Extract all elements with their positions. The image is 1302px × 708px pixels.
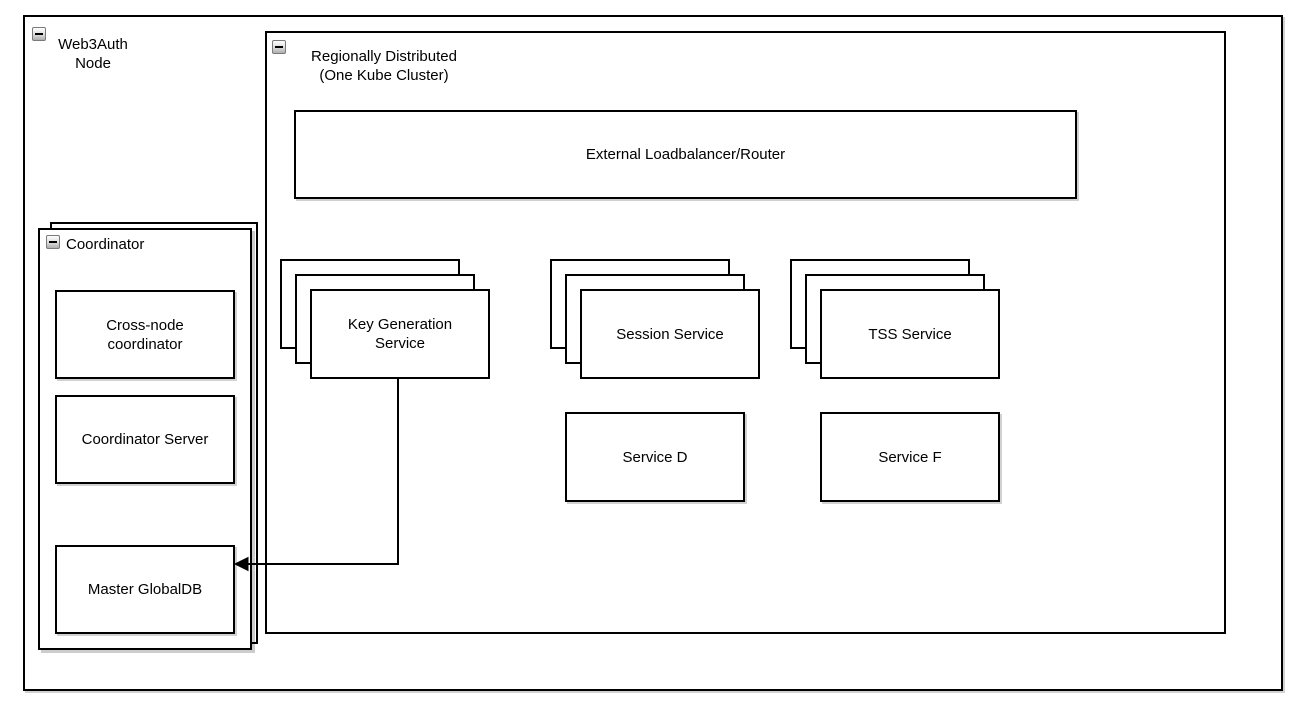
cross-node-coordinator-box[interactable]: Cross-node coordinator [55, 290, 235, 379]
service-d-label: Service D [622, 448, 688, 466]
session-service-stack: Session Service [550, 259, 762, 381]
web3auth-node-container[interactable]: Web3Auth Node Regionally Distributed (On… [23, 15, 1283, 691]
external-loadbalancer-label: External Loadbalancer/Router [585, 146, 786, 163]
web3auth-node-label: Web3Auth Node [58, 36, 128, 72]
service-f-label: Service F [878, 448, 942, 466]
cross-node-coordinator-label: Cross-node coordinator [106, 316, 184, 353]
collapse-minus-icon[interactable] [46, 235, 60, 249]
service-f-box[interactable]: Service F [820, 412, 1000, 502]
minus-glyph [49, 241, 57, 243]
minus-glyph [35, 33, 43, 35]
coordinator-label: Coordinator [66, 236, 145, 253]
collapse-minus-icon[interactable] [272, 40, 286, 54]
service-d-box[interactable]: Service D [565, 412, 745, 502]
master-globaldb-label: Master GlobalDB [87, 581, 203, 598]
key-generation-service-box[interactable]: Key Generation Service [310, 289, 490, 379]
collapse-minus-icon[interactable] [32, 27, 46, 41]
session-service-label: Session Service [616, 325, 724, 343]
key-generation-service-label: Key Generation Service [347, 316, 453, 352]
tss-service-stack: TSS Service [790, 259, 1002, 381]
coordinator-server-label: Coordinator Server [81, 431, 209, 448]
coordinator-server-box[interactable]: Coordinator Server [55, 395, 235, 484]
tss-service-label: TSS Service [868, 325, 952, 343]
coordinator-container[interactable]: Coordinator Cross-node coordinator Coord… [38, 228, 252, 650]
minus-glyph [275, 46, 283, 48]
external-loadbalancer-box[interactable]: External Loadbalancer/Router [294, 110, 1077, 199]
master-globaldb-box[interactable]: Master GlobalDB [55, 545, 235, 634]
kube-cluster-label: Regionally Distributed (One Kube Cluster… [311, 48, 457, 84]
key-generation-service-stack: Key Generation Service [280, 259, 492, 381]
tss-service-box[interactable]: TSS Service [820, 289, 1000, 379]
session-service-box[interactable]: Session Service [580, 289, 760, 379]
kube-cluster-container[interactable]: Regionally Distributed (One Kube Cluster… [265, 31, 1226, 634]
